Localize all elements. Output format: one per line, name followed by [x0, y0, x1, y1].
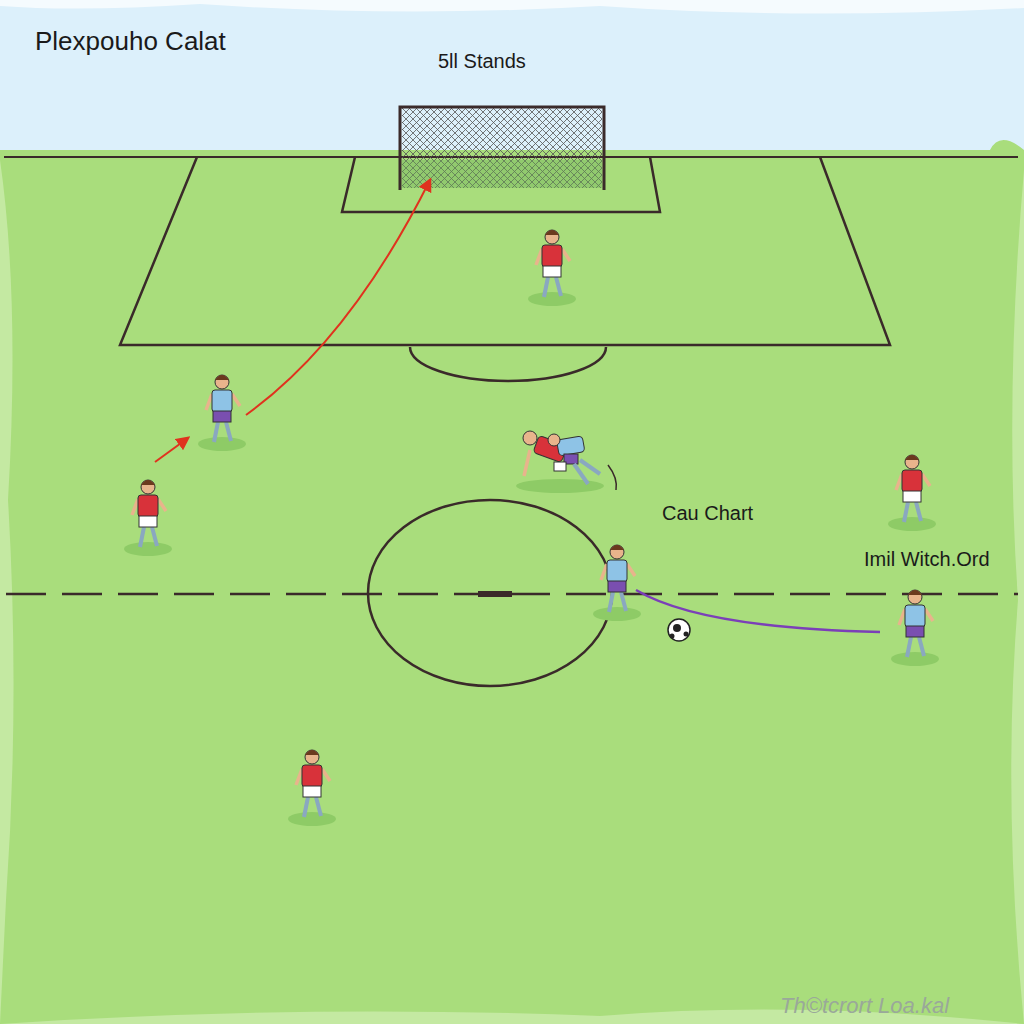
player-figure — [888, 455, 936, 531]
field — [0, 155, 1024, 1024]
goal — [400, 107, 604, 190]
player-figure — [198, 375, 246, 451]
center-spot — [478, 591, 512, 597]
penalty-box — [120, 157, 890, 345]
motion-line — [608, 465, 616, 490]
field-edge — [0, 160, 14, 1024]
field-label: Cau Chart — [662, 502, 753, 524]
watermark: Th©tcrort Loa.kal — [780, 994, 949, 1018]
player-figure — [124, 480, 172, 556]
penalty-arc — [410, 347, 606, 381]
player-figure — [288, 750, 336, 826]
diagram-title: Plexpouho Calat — [35, 27, 226, 56]
field-edge — [1011, 170, 1024, 1024]
player-figure — [528, 230, 576, 306]
tackle-figures — [516, 431, 604, 493]
ball — [668, 619, 690, 641]
cloud-edge — [0, 0, 1024, 14]
player-figure — [891, 590, 939, 666]
run-arrow — [155, 438, 188, 462]
field-label: Imil Witch.Ord — [864, 548, 990, 570]
shot-arrow — [246, 180, 430, 415]
player-figure — [593, 545, 641, 621]
goal-area — [342, 157, 660, 212]
field-label: 5ll Stands — [438, 50, 526, 72]
